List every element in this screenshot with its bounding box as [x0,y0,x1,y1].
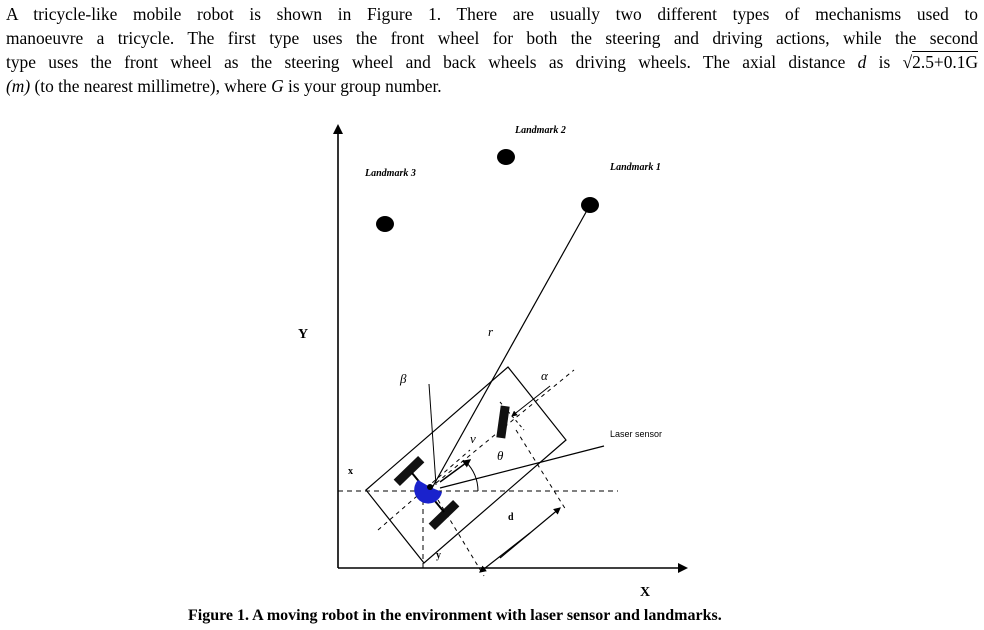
landmark-3-label: Landmark 3 [364,168,416,179]
landmark-3-marker [376,216,394,232]
paragraph-line-4-end: is your group number. [283,76,442,96]
laser-sensor-line [439,445,605,489]
range-label-r: r [488,324,494,339]
robot-center-point [427,484,433,490]
alpha-label: α [541,368,549,383]
axial-distance-label: d [508,512,514,523]
theta-label: θ [497,448,504,463]
sqrt-sign: √ [902,52,913,72]
paragraph-line-3-is: is [866,52,903,72]
bearing-beta-line [428,383,437,486]
variable-g: G [271,76,284,96]
robot-center-joint [414,480,442,504]
theta-angle-arc [465,461,479,492]
problem-paragraph: A tricycle-like mobile robot is shown in… [6,2,978,98]
bearing-beta-label: β [399,371,407,386]
paragraph-line-3: type uses the front wheel as the steerin… [6,50,978,74]
axis-x-label: X [640,585,650,600]
body-dashed-right [515,429,567,511]
front-wheel [496,405,510,439]
landmark-2-label: Landmark 2 [514,125,566,136]
robot-y-coordinate-label: y [436,550,441,561]
paragraph-line-4-text: (to the nearest millimetre), where [30,76,272,96]
landmark-2-marker [497,149,515,165]
paragraph-line-3-text: type uses the front wheel as the steerin… [6,52,858,72]
y-axis-arrowhead [333,124,343,134]
variable-d: d [857,52,867,72]
landmark-1-label: Landmark 1 [609,162,661,173]
range-line-r [431,204,591,489]
figure-caption: Figure 1. A moving robot in the environm… [188,607,828,625]
robot-x-coordinate-label: x [348,466,353,477]
body-dashed-left [437,499,485,577]
figure-caption-label: Figure 1. [188,607,250,624]
axial-distance-arrow-back [479,532,531,573]
axis-y-label: Y [298,327,308,342]
paragraph-line-1: A tricycle-like mobile robot is shown in… [6,4,978,24]
velocity-arrow [439,459,472,483]
heading-dashed-line [429,369,575,489]
velocity-label: v [470,431,476,446]
rear-left-wheel [393,455,425,487]
alpha-arrow [511,385,551,417]
x-axis-arrowhead [678,563,688,573]
laser-sensor-label: Laser sensor [610,429,662,439]
figure-caption-text: A moving robot in the environment with l… [249,607,722,624]
robot-body-outline [365,366,567,564]
rear-right-wheel [428,499,460,531]
sqrt-expression: 2.5+0.1G [912,52,978,72]
paragraph-line-2: manoeuvre a tricycle. The first type use… [6,28,978,48]
unit-m: (m) [6,76,31,96]
paragraph-line-4: (m) (to the nearest millimetre), where G… [6,74,978,98]
